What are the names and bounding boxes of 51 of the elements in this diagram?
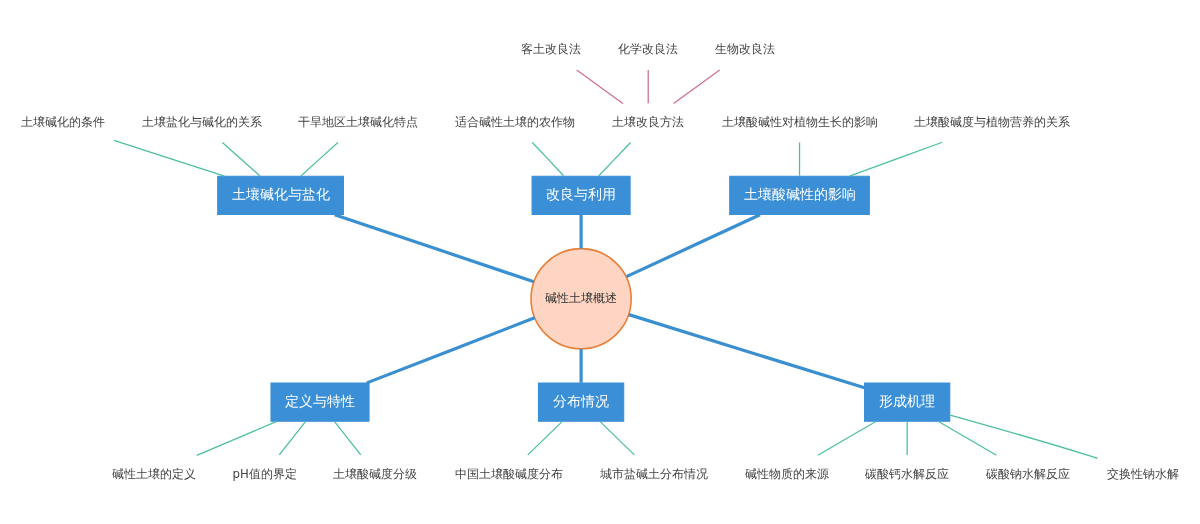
node-text: 生物改良法 — [715, 41, 776, 56]
connector — [625, 212, 761, 278]
node-text: 土壌碱化的条件 — [21, 114, 106, 129]
connector — [300, 141, 339, 177]
connector — [527, 420, 563, 456]
node-text: 碳酸钠水解反应 — [985, 466, 1070, 481]
node-text: 碱性物质的来源 — [744, 466, 829, 481]
connector — [599, 420, 636, 456]
node-text: 干旱地区土壌碱化特点 — [298, 114, 419, 129]
node-text: 化学改良法 — [618, 41, 679, 56]
node-text: 中国土壌酸碱度分布 — [454, 466, 563, 481]
connector — [937, 420, 998, 456]
connector — [113, 139, 226, 177]
node-text: 土壌盐化与碱化的关系 — [141, 114, 262, 129]
node-text: 适合碱性土壌的农作物 — [455, 114, 576, 129]
node-box: 土壤酸碱性的影响 — [729, 175, 870, 215]
connector — [579, 214, 583, 248]
connector — [798, 141, 801, 176]
node-text: 交换性钠水解 — [1106, 466, 1179, 481]
node-text: 城市盐碱土分布情况 — [599, 466, 708, 481]
node-box: 土壤碱化与盐化 — [217, 175, 344, 215]
node-text: pH值的界定 — [232, 466, 297, 481]
node-text: 土壌酸碱性对植物生长的影响 — [721, 114, 878, 129]
connector — [278, 420, 307, 456]
connector — [334, 212, 535, 283]
connector — [672, 68, 721, 104]
connector — [628, 312, 865, 389]
connector — [817, 420, 877, 456]
node-box: 形成机理 — [864, 381, 951, 422]
connector — [366, 315, 536, 384]
node-box: 定义与特性 — [270, 381, 370, 422]
connector — [196, 420, 278, 456]
node-text: 土壌改良方法 — [612, 114, 685, 129]
connector — [647, 68, 649, 104]
connector — [333, 420, 362, 456]
node-text: 土壌酸碱度与植物营养的关系 — [914, 114, 1071, 129]
node-text: 碳酸钙水解反应 — [865, 466, 950, 481]
node-text: 碱性土壌的定义 — [111, 466, 196, 481]
node-box: 分布情况 — [537, 381, 625, 422]
connector — [906, 420, 908, 456]
node-text: 客土改良法 — [521, 41, 582, 56]
connector — [579, 348, 583, 383]
connector — [598, 141, 632, 176]
connector — [949, 413, 1099, 459]
connector — [531, 141, 565, 176]
node-circle: 碱性土壌概述 — [530, 247, 632, 350]
node-text: 土壌酸碱度分级 — [333, 466, 418, 481]
connector — [576, 68, 624, 104]
connector — [848, 141, 943, 177]
node-box: 改良与利用 — [531, 175, 631, 215]
connector — [221, 141, 261, 177]
